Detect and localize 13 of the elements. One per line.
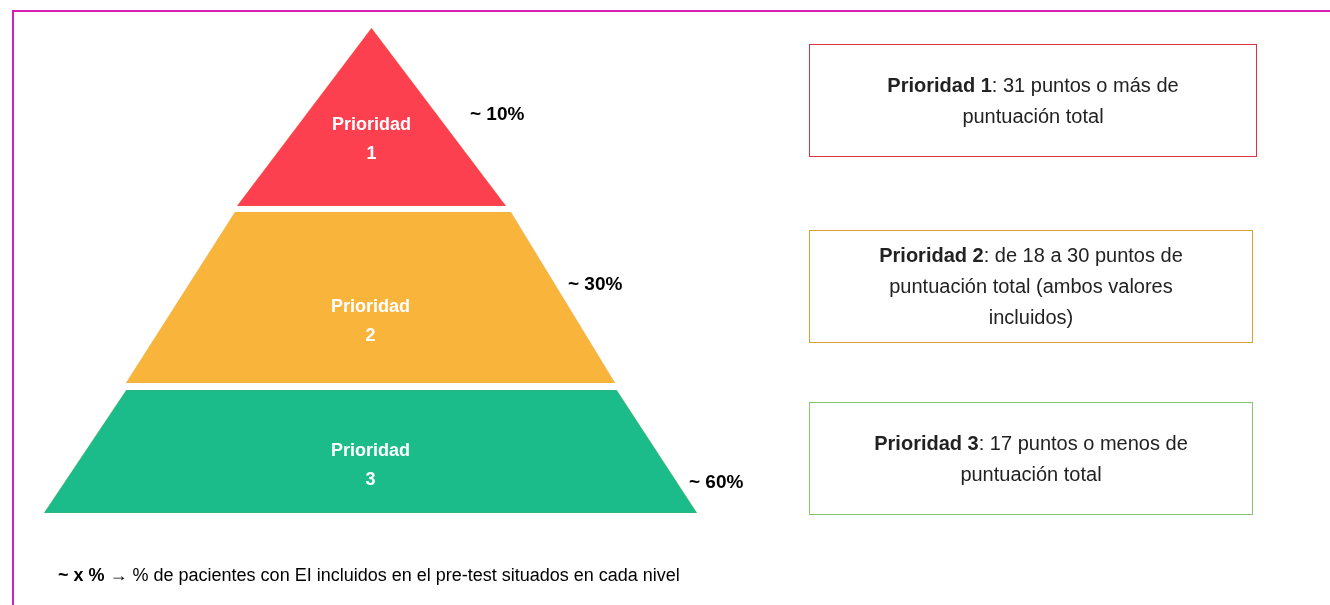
tier-label: Prioridad 1 xyxy=(331,113,412,165)
footnote: ~ x % → % de pacientes con EI incluidos en el pre-test situados en cada nivel xyxy=(58,564,680,587)
tier-label: Prioridad 2 xyxy=(330,295,411,347)
description-box xyxy=(809,44,1257,157)
percentage-label: ~ 60% xyxy=(689,470,744,494)
description-box xyxy=(809,230,1253,343)
description-box xyxy=(809,402,1253,515)
percentage-label: ~ 30% xyxy=(568,272,623,296)
description-text: Prioridad 3: 17 puntos o menos de puntuación total xyxy=(873,430,1189,487)
percentage-label: ~ 10% xyxy=(470,102,525,126)
description-text: Prioridad 1: 31 puntos o más de puntuación total xyxy=(886,72,1180,129)
description-text: Prioridad 2: de 18 a 30 puntos de puntuación total (ambos valores incluidos) xyxy=(878,243,1184,330)
tier-label: Prioridad 3 xyxy=(330,439,411,491)
